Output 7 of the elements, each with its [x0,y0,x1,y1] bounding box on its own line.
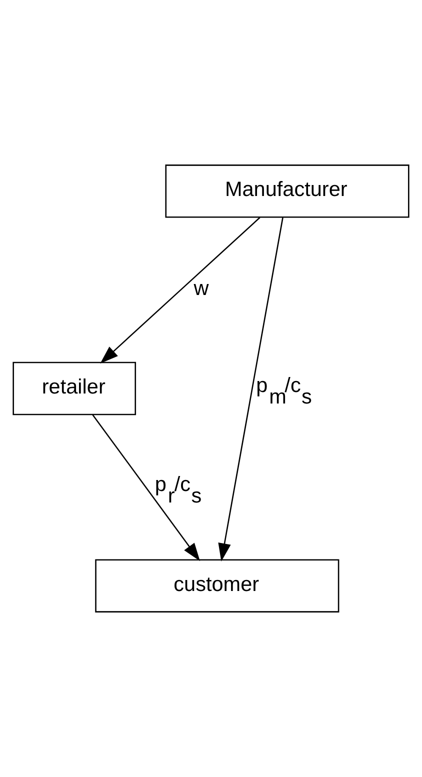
node-box: customer [95,559,340,612]
edge-label: w [194,276,209,300]
node-box: retailer [12,362,136,416]
arrow [92,414,200,562]
node-box: Manufacturer [165,164,410,218]
arrow [100,217,260,364]
arrow [218,217,284,562]
